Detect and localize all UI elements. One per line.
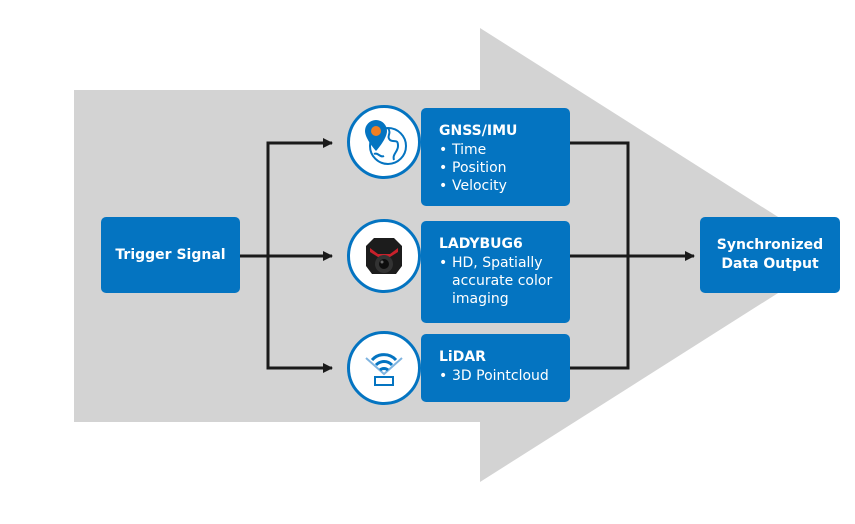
gnss-icon-circle bbox=[347, 105, 421, 179]
globe-pin-icon bbox=[365, 120, 407, 165]
gnss-bullet: Velocity bbox=[439, 177, 570, 195]
output-box: Synchronized Data Output bbox=[700, 217, 840, 293]
output-label-line2: Data Output bbox=[721, 256, 819, 272]
ladybug-title: LADYBUG6 bbox=[439, 236, 523, 252]
ladybug-box: LADYBUG6 HD, Spatially accurate color im… bbox=[421, 221, 570, 323]
gnss-box: GNSS/IMU Time Position Velocity bbox=[421, 108, 570, 206]
camera-icon bbox=[366, 238, 402, 274]
trigger-signal-box: Trigger Signal bbox=[101, 217, 240, 293]
lidar-title: LiDAR bbox=[439, 349, 486, 365]
lidar-icon bbox=[365, 353, 403, 386]
lidar-bullet: 3D Pointcloud bbox=[439, 367, 570, 385]
lidar-box: LiDAR 3D Pointcloud bbox=[421, 334, 570, 402]
ladybug-icon-circle bbox=[347, 219, 421, 293]
gnss-title: GNSS/IMU bbox=[439, 123, 518, 139]
lidar-icon-circle bbox=[347, 331, 421, 405]
trigger-signal-label: Trigger Signal bbox=[115, 246, 226, 263]
gnss-bullet: Position bbox=[439, 159, 570, 177]
ladybug-bullet: HD, Spatially accurate color imaging bbox=[439, 254, 559, 308]
gnss-bullet: Time bbox=[439, 141, 570, 159]
output-label-line1: Synchronized bbox=[716, 237, 824, 253]
